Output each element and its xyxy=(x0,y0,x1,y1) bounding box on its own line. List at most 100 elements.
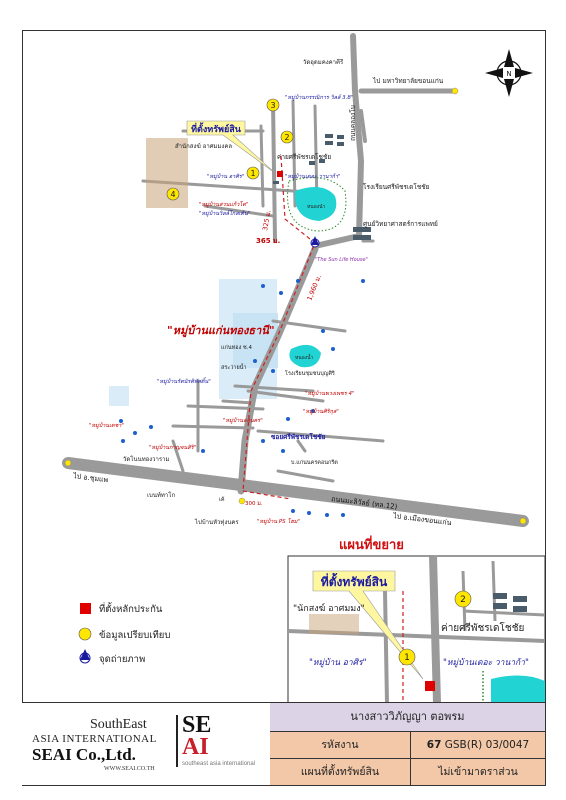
property-callout-label: ที่ตั้งทรัพย์สิน xyxy=(191,122,242,135)
road-network xyxy=(62,33,529,527)
label-soi: ซอยศรีพัชรเดโชชัย xyxy=(271,432,326,441)
comparison-marker-4: 4 xyxy=(166,187,180,201)
inset-title: แผนที่ขยาย xyxy=(339,535,404,553)
label-camp: ค่ายศรีพัชรเดโชชัย xyxy=(277,153,331,161)
label-sangkhom: สำนักสงฆ์ อาศมมงคล xyxy=(175,142,232,150)
label-kaen-village: "หมู่บ้านแก่นทองธานี" xyxy=(167,324,275,338)
label-village-rungrot: "หมู่บ้านรัตนัรติพัสดิ์น" xyxy=(157,377,211,385)
legend-comparison-icon xyxy=(78,627,92,641)
property-marker xyxy=(277,171,283,177)
label-village-phuangphet: "หมู่บ้านพวงเพชร 4" xyxy=(305,390,355,397)
logo-website: WWW.SEAI.CO.TH xyxy=(104,766,155,772)
label-university: ไป มหาวิทยาลัยขอนแก่น xyxy=(372,77,444,85)
photo-point-icon xyxy=(310,236,320,248)
label-science-center: ศูนย์วิทยาศาสตร์การแพทย์ xyxy=(363,220,438,228)
label-village-golden: "หมู่บ้านวิลล์โกลเด้น" xyxy=(199,210,250,217)
label-bentakor: เบนท์ทาโก xyxy=(147,491,175,499)
inset-map: ที่ตั้งทรัพย์สิน "นักสงฆ์ อาศมมง" ค่ายศร… xyxy=(287,555,545,703)
comparison-marker-1: 1 xyxy=(246,166,260,180)
road-end-marker xyxy=(451,87,459,95)
label-distance-300: 300 ม. xyxy=(245,501,263,507)
logo-divider xyxy=(176,715,178,767)
label-village-sirikun: "หมู่บ้านศิริกุล" xyxy=(303,408,339,415)
label-village-detcha: "หมู่บ้านเดชา" xyxy=(89,422,124,429)
lake xyxy=(294,187,337,221)
buildings xyxy=(273,134,371,240)
label-concrete: บ.แก่นนครคอนกรีต xyxy=(291,459,338,466)
label-pool: สระว่ายน้ำ xyxy=(221,363,247,371)
label-kaen-soi: แก่นทอง ซ.4 xyxy=(221,344,252,351)
job-code-number: 67 xyxy=(426,739,442,751)
route-line xyxy=(242,155,316,492)
map-type-label: แผนที่ตั้งทรัพย์สิน xyxy=(270,759,411,785)
label-temple-top: วัดอุดมคงคาคีรี xyxy=(303,58,344,66)
label-lake: หนองนำ xyxy=(307,204,326,210)
inset-marker-1-label: 1 xyxy=(404,653,410,663)
map-frame: ที่ตั้งทรัพย์สิน 1 2 3 4 N วัดอุดมคงคาคี… xyxy=(22,30,546,786)
label-kho: เค้ xyxy=(219,496,225,503)
comparison-marker-1-label: 1 xyxy=(250,169,255,178)
label-life-house: "The Sun Life House" xyxy=(315,257,368,263)
subdivision-area xyxy=(109,386,129,406)
lake xyxy=(289,344,321,368)
label-village-ps: "หมู่บ้าน PS โฮม" xyxy=(257,518,300,525)
legend-photo-label: จุดถ่ายภาพ xyxy=(99,654,145,665)
legend-comparison-label: ข้อมูลเปรียบเทียบ xyxy=(99,629,170,641)
company-logo: SouthEast ASIA INTERNATIONAL SEAI Co.,Lt… xyxy=(22,703,271,785)
logo-line-3: SEAI Co.,Ltd. xyxy=(32,745,136,764)
label-village-suankhaek: "หมู่บ้านสวนแก้วโต" xyxy=(199,201,248,208)
comparison-marker-2-label: 2 xyxy=(284,133,289,142)
inset-label-sangkhom: "นักสงฆ์ อาศมมง" xyxy=(293,602,365,614)
label-village-lalongkorn: "หมู่บ้านลลนคร" xyxy=(223,417,263,424)
lake-border xyxy=(287,177,347,232)
label-lake-2: หนองน้ำ xyxy=(295,352,314,361)
legend-photo-icon xyxy=(79,649,91,664)
logo-ai: AI xyxy=(182,734,209,760)
inset-marker-2 xyxy=(454,590,472,608)
logo-se: SE xyxy=(182,712,212,738)
logo-line-2: ASIA INTERNATIONAL xyxy=(32,733,157,745)
job-code-text: GSB(R) 03/0047 xyxy=(444,739,530,751)
field-area xyxy=(146,138,188,208)
inset-marker-2-label: 2 xyxy=(460,595,466,605)
comparison-marker-2: 2 xyxy=(280,130,294,144)
job-code-value: 67 GSB(R) 03/0047 xyxy=(411,732,545,759)
comparison-marker-4-label: 4 xyxy=(170,190,175,199)
inset-label-vanaka: "หมู่บ้านเดอะ วานาก้า" xyxy=(443,657,529,668)
inset-marker-1 xyxy=(398,648,416,666)
legend-collateral-icon xyxy=(80,603,91,614)
location-map: ที่ตั้งทรัพย์สิน 1 2 3 4 N วัดอุดมคงคาคี… xyxy=(62,33,545,703)
label-school-2: โรงเรียนชุมชนบุญศิริ xyxy=(285,369,335,377)
legend: ที่ตั้งหลักประกัน ข้อมูลเปรียบเทียบ จุดถ… xyxy=(78,602,170,665)
inset-label-asit: "หมู่บ้าน อาศิร" xyxy=(309,657,367,668)
label-school: โรงเรียนศรีพัชรเดโชชัย xyxy=(363,183,430,191)
road-end-marker xyxy=(238,497,246,505)
label-village-kraiamkit: "หมู่บ้านกรรณิการ วิลล์ 3.8" xyxy=(285,94,353,101)
legend-collateral-label: ที่ตั้งหลักประกัน xyxy=(99,602,163,615)
inset-property-marker xyxy=(425,681,435,691)
label-distance-1960: 1,960 ม. xyxy=(305,274,323,302)
footer-panel: SouthEast ASIA INTERNATIONAL SEAI Co.,Lt… xyxy=(22,702,545,785)
label-village-asit: "หมู่บ้าน อาศิร" xyxy=(207,173,244,180)
route-line xyxy=(242,490,292,500)
label-khlong-road: ถนนคลองโบ xyxy=(349,105,357,141)
road-end-marker xyxy=(519,517,527,525)
map-symbols xyxy=(119,279,365,517)
label-to-huay: ไปบ้านหัวทุ่งนคร xyxy=(194,518,239,526)
owner-name: นางสาววิภัญญา ตอพรม xyxy=(270,703,545,732)
property-callout xyxy=(186,120,276,174)
north-label: N xyxy=(506,70,511,78)
inset-label-camp: ค่ายศรีพัชรเดโชชัย xyxy=(441,621,524,634)
map-scale-label: ไม่เข้ามาตราส่วน xyxy=(411,759,545,785)
label-distance-325: 325 ม. xyxy=(261,209,272,231)
comparison-marker-3: 3 xyxy=(266,98,280,112)
logo-subtitle: southeast asia international xyxy=(182,761,256,767)
label-to-chumphae: ไป อ.ชุมแพ xyxy=(72,471,109,484)
road-end-marker xyxy=(64,459,72,467)
comparison-marker-3-label: 3 xyxy=(270,101,275,110)
label-village-vanaka: "หมู่บ้านเดอะ วานาก้า" xyxy=(285,173,341,180)
job-code-label: รหัสงาน xyxy=(270,732,411,759)
inset-property-label: ที่ตั้งทรัพย์สิน xyxy=(321,572,388,589)
label-village-kansiri: "หมู่บ้านกาญจนสิริ" xyxy=(149,444,196,451)
label-temple: วัดโนนทองวาราม xyxy=(123,455,170,463)
